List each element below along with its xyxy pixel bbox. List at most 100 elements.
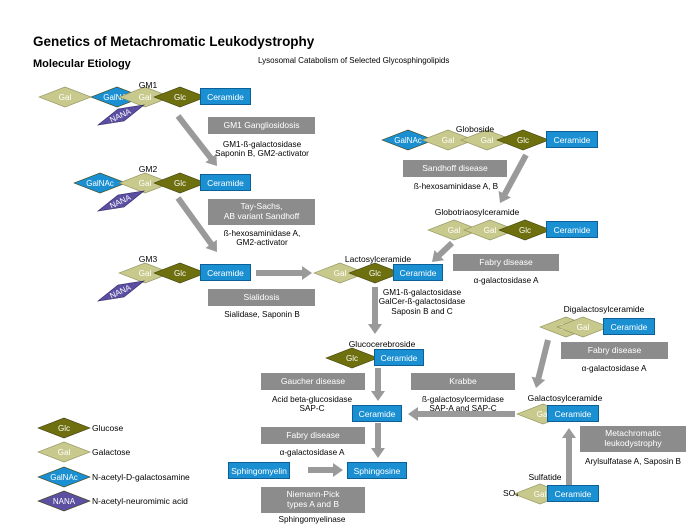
svg-text:Gal: Gal: [59, 93, 72, 102]
arrow-lactosyl-to-glucocerebroside: [368, 287, 382, 334]
globotriaosyl-glc: Glc: [498, 219, 552, 241]
enzyme-mld: Arylsulfatase A, Saposin B: [584, 457, 682, 466]
label-globotriaosylceramide: Globotriaosylceramide: [434, 207, 520, 217]
gm3-nana: NANA: [96, 280, 146, 302]
ceramide-lactosylceramide: Ceramide: [393, 264, 443, 281]
arrow-digalactosyl-to-galactosyl: [531, 339, 551, 388]
svg-text:Glc: Glc: [58, 424, 70, 433]
disease-fabry-1: Fabry disease: [453, 254, 559, 271]
svg-text:Gal: Gal: [58, 448, 71, 457]
gm2-glc: Glc: [153, 172, 207, 194]
product-sphingosine: Sphingosine: [347, 462, 407, 479]
product-sphingomyelin: Sphingomyelin: [228, 462, 290, 479]
label-gm2: GM2: [138, 164, 158, 174]
enzyme-fabry-1: α-galactosidase A: [473, 276, 539, 285]
svg-text:Gal: Gal: [537, 410, 550, 419]
disease-niemann-pick: Niemann-Pick types A and B: [261, 487, 365, 513]
ceramide-gm2: Ceramide: [200, 174, 251, 191]
gm1-gal-terminal: Gal: [38, 86, 92, 108]
arrow-sphingomyelin-to-sphingosine: [308, 463, 343, 477]
ceramide-sulfatide: Ceramide: [547, 485, 599, 502]
svg-text:NANA: NANA: [53, 497, 76, 506]
disease-sialidosis: Sialidosis: [208, 289, 315, 306]
gm1-nana: NANA: [96, 104, 146, 126]
legend-galactose: Galactose: [92, 447, 131, 457]
disease-fabry-3: Fabry disease: [261, 427, 365, 444]
arrow-ceramide-to-sphingosine: [371, 423, 385, 458]
gm2-nana: NANA: [96, 190, 146, 212]
svg-text:Gal: Gal: [139, 179, 152, 188]
label-sulfatide: Sulfatide: [528, 472, 562, 482]
legend-galnac-icon: GalNAc: [37, 466, 91, 488]
arrow-gm1-to-gm2: [175, 114, 217, 166]
enzyme-gm1: GM1-ß-galactosidase Saponin B, GM2-activ…: [215, 140, 309, 159]
arrow-globoside-to-globotriaosyl: [498, 153, 529, 203]
product-ceramide: Ceramide: [352, 405, 402, 422]
label-galactosylceramide: Galactosylceramide: [527, 393, 603, 403]
disease-fabry-2: Fabry disease: [561, 342, 668, 359]
svg-text:Glc: Glc: [369, 269, 381, 278]
disease-tay-sachs: Tay-Sachs, AB variant Sandhoff: [208, 199, 315, 225]
arrow-sulfatide-to-galactosyl: [562, 428, 576, 485]
enzyme-fabry-3: α-galactosidase A: [279, 448, 345, 457]
globoside-glc: Glc: [496, 129, 550, 151]
arrow-globotriaosyl-to-lactosyl: [432, 240, 455, 262]
enzyme-gaucher: Acid beta-glucosidase SAP-C: [271, 395, 353, 414]
svg-text:Gal: Gal: [442, 136, 455, 145]
label-gm3: GM3: [138, 254, 158, 264]
disease-mld: Metachromatic leukodystrophy: [580, 426, 686, 452]
disease-gm1-gangliosidosis: GM1 Gangliosidosis: [208, 117, 315, 134]
legend-glucose: Glucose: [92, 423, 124, 433]
disease-gaucher: Gaucher disease: [261, 373, 365, 390]
svg-text:Gal: Gal: [139, 93, 152, 102]
label-glucocerebroside: Glucocerebroside: [348, 339, 416, 349]
label-lactosylceramide: Lactosylceramide: [344, 254, 412, 264]
diagram-title: Lysosomal Catabolism of Selected Glycosp…: [258, 56, 450, 65]
svg-text:Gal: Gal: [481, 136, 494, 145]
ceramide-gm1: Ceramide: [200, 88, 251, 105]
enzyme-sialidosis: Sialidase, Saponin B: [224, 310, 300, 319]
page-title: Genetics of Metachromatic Leukodystrophy: [33, 34, 315, 49]
label-globoside: Globoside: [455, 124, 495, 134]
svg-text:Gal: Gal: [448, 226, 461, 235]
legend-galnac: N-acetyl-D-galactosamine: [92, 472, 190, 482]
legend-glc-icon: Glc: [37, 417, 91, 439]
gm1-glc: Glc: [153, 86, 207, 108]
gm3-glc: Glc: [153, 262, 207, 284]
svg-text:Gal: Gal: [534, 490, 547, 499]
ceramide-galactosylceramide: Ceramide: [547, 405, 599, 422]
glucocerebroside-glc: Glc: [325, 347, 379, 369]
enzyme-krabbe: ß-galactosylcermidase SAP-A and SAP-C: [422, 395, 504, 414]
ceramide-digalactosylceramide: Ceramide: [603, 318, 655, 335]
ceramide-globoside: Ceramide: [546, 131, 598, 148]
svg-text:GalNAc: GalNAc: [394, 136, 422, 145]
legend-gal-icon: Gal: [37, 441, 91, 463]
svg-text:GalNAc: GalNAc: [50, 473, 78, 482]
arrow-gm2-to-gm3: [175, 196, 217, 252]
svg-text:Gal: Gal: [139, 269, 152, 278]
ceramide-gm3: Ceramide: [200, 264, 251, 281]
label-digalactosylceramide: Digalactosylceramide: [563, 304, 645, 314]
ceramide-glucocerebroside: Ceramide: [374, 349, 424, 366]
svg-text:Glc: Glc: [519, 226, 531, 235]
svg-text:GalNAc: GalNAc: [86, 179, 114, 188]
svg-text:Glc: Glc: [174, 93, 186, 102]
svg-text:Gal: Gal: [484, 226, 497, 235]
arrow-galactosyl-to-ceramide: [408, 407, 515, 421]
arrow-gm3-to-lactosyl: [256, 266, 312, 280]
disease-sandhoff: Sandhoff disease: [403, 160, 507, 177]
svg-text:GalNAc: GalNAc: [103, 93, 131, 102]
svg-text:Gal: Gal: [334, 269, 347, 278]
enzyme-lactosyl: GM1-ß-galactosidase GalCer-ß-galactosida…: [378, 288, 466, 316]
enzyme-sandhoff: ß-hexosaminidase A, B: [413, 182, 499, 191]
legend-nana: N-acetyl-neuromimic acid: [92, 496, 188, 506]
svg-text:Glc: Glc: [174, 269, 186, 278]
label-so4: SO₄: [503, 488, 519, 498]
enzyme-niemann-pick: Sphingomyelinase: [278, 515, 346, 524]
label-gm1: GM1: [138, 80, 158, 90]
legend-nana-icon: NANA: [37, 490, 91, 512]
arrow-glucocerebroside-to-ceramide: [371, 368, 385, 401]
page-subtitle: Molecular Etiology: [33, 58, 131, 70]
enzyme-fabry-2: α-galactosidase A: [581, 364, 647, 373]
